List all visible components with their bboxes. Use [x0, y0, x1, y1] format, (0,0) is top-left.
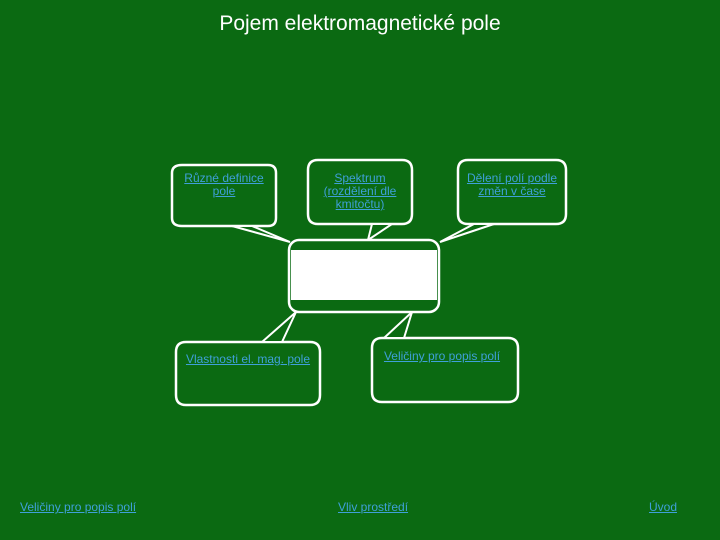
page-title: Pojem elektromagnetické pole — [219, 12, 501, 35]
footer-link-intro[interactable]: Úvod — [649, 500, 678, 514]
bubble-spectrum-link[interactable]: Spektrum (rozdělení dle kmitočtu) — [323, 171, 397, 211]
bubble-definitions-link[interactable]: Různé definice pole — [184, 171, 264, 198]
bubble-time-division-link[interactable]: Dělení polí podle změn v čase — [466, 171, 558, 198]
bubble-time-division-shape — [439, 158, 568, 243]
bubble-properties-shape — [174, 311, 322, 407]
bubble-definitions-shape — [170, 163, 291, 243]
bubble-properties-link[interactable]: Vlastnosti el. mag. pole — [185, 352, 311, 366]
bubble-spectrum-shape — [306, 158, 414, 243]
footer-link-quantities[interactable]: Veličiny pro popis polí — [20, 500, 137, 514]
footer-link-environment[interactable]: Vliv prostředí — [338, 500, 409, 514]
central-topic-box — [287, 238, 441, 314]
bubble-quantities-link[interactable]: Veličiny pro popis polí — [383, 349, 501, 363]
bubble-quantities-shape — [370, 308, 520, 404]
